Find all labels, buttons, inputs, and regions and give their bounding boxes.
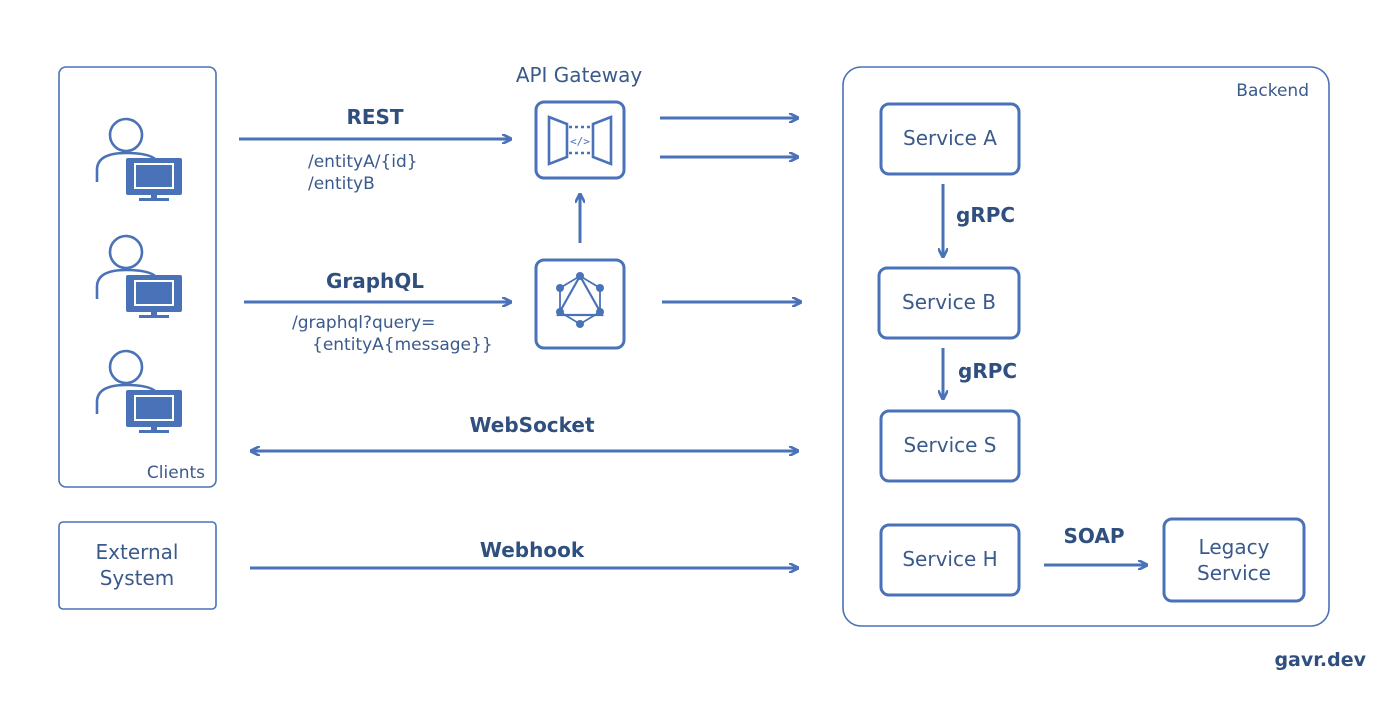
service-b-label: Service B xyxy=(902,290,996,314)
graphql-label: GraphQL xyxy=(326,269,424,293)
legacy-service-box: Legacy Service xyxy=(1162,517,1306,603)
client-user-icon xyxy=(95,117,182,201)
external-system-box: External System xyxy=(58,521,217,610)
rest-label: REST xyxy=(346,105,403,129)
svg-text:</>: </> xyxy=(570,135,590,148)
clients-label: Clients xyxy=(147,463,205,483)
legacy-service-line2: Service xyxy=(1197,561,1271,585)
service-a-label: Service A xyxy=(903,126,997,150)
service-s-label: Service S xyxy=(904,433,997,457)
external-system-line1: External xyxy=(96,540,179,564)
backend-panel: Backend xyxy=(842,66,1330,627)
rest-path-1: /entityA/{id} xyxy=(308,152,418,172)
graphql-logo-icon xyxy=(534,258,626,350)
grpc-b-to-s-label: gRPC xyxy=(958,359,1017,383)
api-gateway-title: API Gateway xyxy=(516,63,643,87)
client-user-icon xyxy=(95,349,182,433)
websocket-label: WebSocket xyxy=(469,413,595,437)
grpc-a-to-b-label: gRPC xyxy=(956,203,1015,227)
external-system-line2: System xyxy=(100,566,175,590)
clients-panel: Clients xyxy=(58,66,217,488)
webhook-label: Webhook xyxy=(480,538,585,562)
service-a-box: Service A xyxy=(879,102,1021,176)
credit-label: gavr.dev xyxy=(1274,649,1366,671)
soap-label: SOAP xyxy=(1063,524,1124,548)
api-gateway-code-icon: </> xyxy=(534,100,626,180)
legacy-service-line1: Legacy xyxy=(1199,535,1270,559)
service-s-box: Service S xyxy=(879,409,1021,483)
client-user-icon xyxy=(95,234,182,318)
service-b-box: Service B xyxy=(877,266,1021,340)
service-h-box: Service H xyxy=(879,523,1021,597)
graphql-path-2: {entityA{message}} xyxy=(312,335,493,355)
graphql-path-1: /graphql?query= xyxy=(292,313,435,333)
rest-path-2: /entityB xyxy=(308,174,375,194)
service-h-label: Service H xyxy=(902,547,997,571)
backend-label: Backend xyxy=(1236,81,1309,101)
